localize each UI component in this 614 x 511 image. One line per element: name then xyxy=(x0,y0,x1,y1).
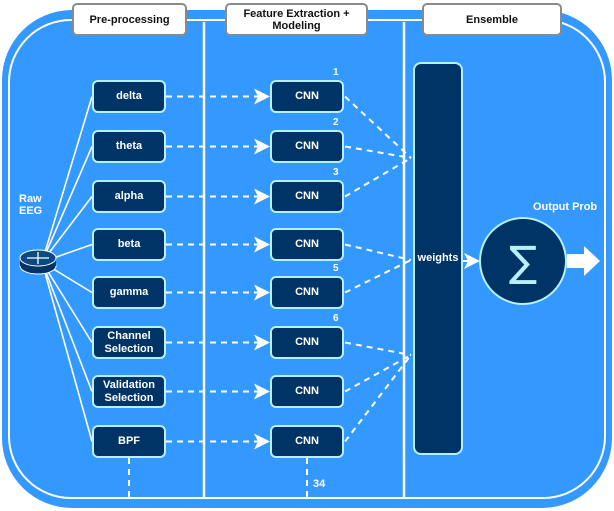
cnn-model-node: CNN xyxy=(270,130,344,163)
ensemble-arrow xyxy=(344,145,412,159)
preprocessing-node: delta xyxy=(92,80,166,113)
weights-block: weights xyxy=(413,62,463,455)
header-ensemble: Ensemble xyxy=(422,3,562,36)
input-connector xyxy=(41,196,93,263)
router-icon xyxy=(19,249,57,275)
input-connector xyxy=(41,261,93,442)
input-connector xyxy=(41,146,93,263)
preprocessing-node: theta xyxy=(92,130,166,163)
output-prob-label: Output Prob xyxy=(533,201,598,213)
sigma-icon: ∑ xyxy=(509,237,537,286)
raw-eeg-label: Raw EEG xyxy=(19,193,42,217)
cnn-model-label: CNN xyxy=(295,90,319,102)
cnn-index-label: 1 xyxy=(333,67,339,78)
cnn-model-label: CNN xyxy=(295,238,319,250)
preprocessing-node-label: beta xyxy=(117,238,141,250)
cnn-model-label: CNN xyxy=(295,435,319,447)
cnn-model-label: CNN xyxy=(295,190,319,202)
cnn-model-node: CNN xyxy=(270,80,344,113)
preprocessing-node: alpha xyxy=(92,180,166,213)
cnn-model-node: CNN xyxy=(270,180,344,213)
preprocessing-node: gamma xyxy=(92,276,166,309)
weights-label: weights xyxy=(417,252,459,264)
preprocessing-node-label-line2: Selection xyxy=(104,391,154,404)
cnn-model-node: CNN xyxy=(270,375,344,408)
preprocessing-node-label: alpha xyxy=(114,190,144,202)
sum-node xyxy=(479,217,567,305)
cnn-model-label: CNN xyxy=(295,336,319,348)
header-feature-extraction: Feature Extraction + Modeling xyxy=(225,3,368,36)
cnn-model-label: CNN xyxy=(295,140,319,152)
preprocessing-node-label: delta xyxy=(116,90,142,102)
cnn-index-label: 3 xyxy=(333,167,339,178)
cnn-model-label: CNN xyxy=(295,385,319,397)
model-count-label: 34 xyxy=(313,478,326,490)
preprocessing-node: BPF xyxy=(92,425,166,458)
cnn-index-label: 6 xyxy=(333,313,339,324)
cnn-model-node: CNN xyxy=(270,425,344,458)
preprocessing-node: beta xyxy=(92,228,166,261)
cnn-index-label: 2 xyxy=(333,117,339,128)
header-ensemble-label: Ensemble xyxy=(466,13,518,26)
cnn-index-label: 5 xyxy=(333,263,339,274)
header-preprocessing-label: Pre-processing xyxy=(89,13,170,26)
ensemble-arrow xyxy=(344,157,412,198)
preprocessing-node-label: Validation xyxy=(103,378,155,391)
cnn-model-node: CNN xyxy=(270,228,344,261)
cnn-model-label: CNN xyxy=(295,286,319,298)
ensemble-arrow xyxy=(344,354,412,393)
ensemble-arrow xyxy=(344,259,412,294)
ensemble-arrow xyxy=(344,95,412,159)
header-feature-line1: Feature Extraction + xyxy=(243,7,350,20)
input-connector xyxy=(41,261,93,343)
preprocessing-node-label-line2: Selection xyxy=(104,342,154,355)
output-arrow xyxy=(567,246,600,276)
cnn-model-node: CNN xyxy=(270,326,344,359)
ensemble-arrow xyxy=(344,243,412,261)
preprocessing-node-label: theta xyxy=(115,140,143,152)
input-connector xyxy=(41,96,93,263)
raw-eeg-label-line1: Raw xyxy=(19,193,42,205)
header-feature-line2: Modeling xyxy=(272,19,321,32)
raw-eeg-label-line2: EEG xyxy=(19,205,43,217)
ensemble-arrow xyxy=(344,341,412,356)
preprocessing-node-label: Channel xyxy=(107,329,151,342)
header-preprocessing: Pre-processing xyxy=(72,3,187,36)
preprocessing-node-label: BPF xyxy=(118,435,140,447)
preprocessing-node-label: gamma xyxy=(109,286,149,298)
ensemble-arrow xyxy=(344,354,412,443)
cnn-model-node: CNN xyxy=(270,276,344,309)
input-connector xyxy=(41,261,93,392)
